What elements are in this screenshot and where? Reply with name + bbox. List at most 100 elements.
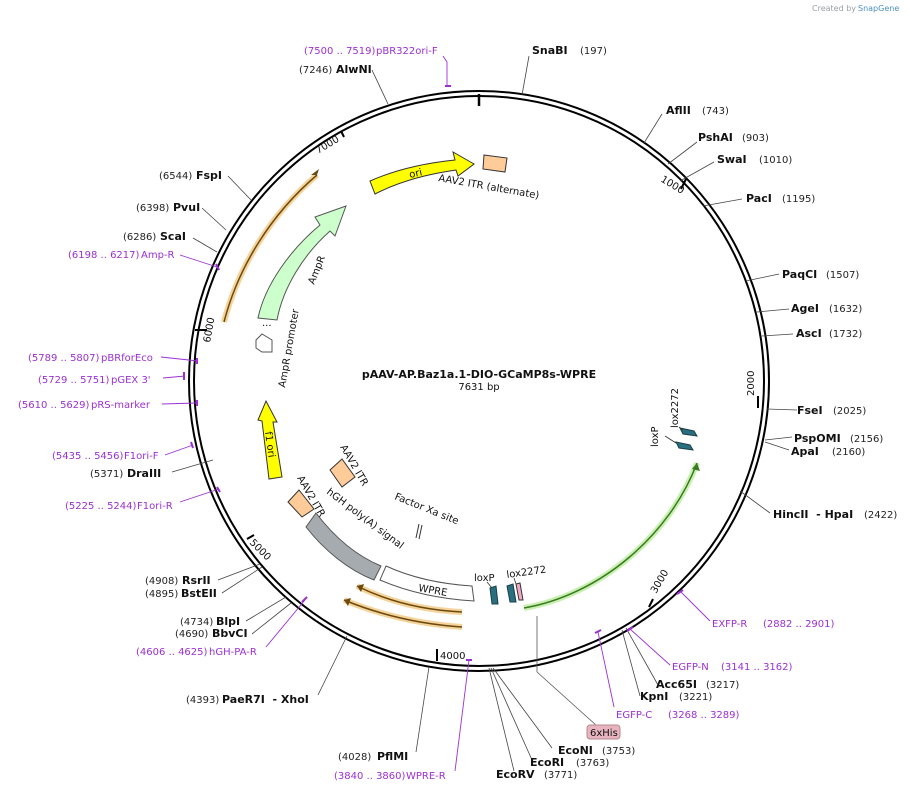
enzyme-agei-name[interactable]: AgeI bbox=[791, 302, 819, 315]
factor-xa-mark-a bbox=[415, 523, 420, 539]
primer-pbr322ori-f-name[interactable]: pBR322ori-F bbox=[376, 46, 438, 57]
loxp-bottom-label: loxP bbox=[474, 573, 495, 584]
his-tag-box[interactable] bbox=[586, 724, 621, 740]
enzyme-bbvci-name[interactable]: BbvCI bbox=[212, 627, 248, 640]
orange-arc-left[interactable] bbox=[223, 174, 318, 323]
itr-box-2[interactable] bbox=[287, 489, 315, 518]
itr-box-1[interactable] bbox=[329, 458, 356, 488]
enzyme-apai-name[interactable]: ApaI bbox=[791, 445, 819, 458]
orange-arc-bottom-2-head bbox=[344, 598, 351, 606]
primer-exfp-r-name[interactable]: EXFP-R bbox=[712, 619, 747, 630]
tick-mark-5000 bbox=[246, 534, 255, 540]
leader-fspi bbox=[227, 175, 252, 201]
enzyme-pshai-name[interactable]: PshAI bbox=[698, 131, 733, 144]
primer-pgex-range: (5729 .. 5751) bbox=[38, 375, 110, 386]
enzyme-kpni-pos: (3221) bbox=[679, 692, 712, 703]
primer-pbrforeco-range: (5789 .. 5807) bbox=[28, 353, 100, 364]
leader-pshai bbox=[667, 141, 698, 165]
primer-leader-prs-marker bbox=[161, 402, 198, 405]
ampr-feature-arrow[interactable] bbox=[257, 205, 347, 321]
lox2272-bottom-site-b[interactable] bbox=[515, 582, 524, 601]
primer-prs-marker-name[interactable]: pRS-marker bbox=[91, 400, 151, 411]
enzyme-pvui-name[interactable]: PvuI bbox=[173, 201, 200, 214]
enzyme-aflii-pos: (743) bbox=[702, 106, 729, 117]
hgh-polya-feature[interactable] bbox=[305, 512, 382, 581]
f1-ori-feature-arrow[interactable] bbox=[257, 399, 283, 480]
primer-wpre-r-range: (3840 .. 3860) bbox=[334, 771, 406, 782]
enzyme-aflii-name[interactable]: AflII bbox=[666, 104, 691, 117]
enzyme-hincii-hpai-pos: (2422) bbox=[864, 510, 897, 521]
enzyme-paci-name[interactable]: PacI bbox=[746, 192, 772, 205]
enzyme-pflmi-pos: (4028) bbox=[338, 752, 371, 763]
primer-f1ori-f-name[interactable]: F1ori-F bbox=[124, 451, 159, 462]
leader-snabi bbox=[521, 55, 530, 96]
lox2272-right-site[interactable] bbox=[679, 427, 698, 437]
itr-alternate-box[interactable] bbox=[482, 154, 508, 173]
primer-hgh-pa-r-name[interactable]: hGH-PA-R bbox=[209, 647, 257, 658]
loxp-bottom-site[interactable] bbox=[489, 585, 499, 605]
enzyme-acc65i-name[interactable]: Acc65I bbox=[656, 678, 697, 691]
enzyme-paer7i-xhoi-name[interactable]: PaeR7I - XhoI bbox=[222, 693, 309, 706]
enzyme-paqci-name[interactable]: PaqCI bbox=[782, 268, 817, 281]
leader-pflmi bbox=[415, 666, 430, 753]
ori-feature-arrow[interactable] bbox=[369, 150, 475, 195]
enzyme-pflmi-name[interactable]: PflMI bbox=[377, 750, 408, 763]
orange-arc-bottom-1[interactable] bbox=[356, 585, 463, 613]
leader-ecorv bbox=[488, 667, 515, 772]
leader-bbvci bbox=[251, 602, 292, 635]
ori-label: ori bbox=[408, 167, 423, 181]
primer-f1ori-r-range: (5225 .. 5244) bbox=[65, 501, 137, 512]
itr-alternate-label: AAV2 ITR (alternate) bbox=[437, 173, 540, 202]
his-tag-label: 6xHis bbox=[590, 728, 618, 739]
enzyme-asci-name[interactable]: AscI bbox=[796, 327, 822, 340]
primer-pbrforeco-name[interactable]: pBRforEco bbox=[101, 353, 153, 364]
orange-arc-bottom-2[interactable] bbox=[343, 599, 463, 628]
primer-pgex-name[interactable]: pGEX 3' bbox=[111, 375, 151, 386]
leader-draiii bbox=[171, 459, 214, 473]
enzyme-ecori-name[interactable]: EcoRI bbox=[530, 756, 564, 769]
f1-ori-label: f1 ori bbox=[262, 431, 277, 458]
enzyme-fspi-name[interactable]: FspI bbox=[196, 169, 222, 182]
primer-mark-amp-r bbox=[215, 263, 220, 271]
primer-egfp-c-range: (3268 .. 3289) bbox=[668, 710, 740, 721]
enzyme-kpni-name[interactable]: KpnI bbox=[640, 690, 668, 703]
enzyme-alwni-name[interactable]: AlwNI bbox=[336, 63, 372, 76]
enzyme-ecori-pos: (3763) bbox=[576, 758, 609, 769]
primer-f1ori-r-name[interactable]: F1ori-R bbox=[137, 501, 173, 512]
primer-wpre-r-name[interactable]: WPRE-R bbox=[406, 771, 446, 782]
enzyme-hincii-hpai-name[interactable]: HincII - HpaI bbox=[773, 508, 853, 521]
primer-leader-egfp-c bbox=[597, 631, 615, 708]
enzyme-fsei-name[interactable]: FseI bbox=[797, 404, 823, 417]
loxp-bottom-leader bbox=[486, 581, 493, 589]
loxp-right-site[interactable] bbox=[675, 441, 694, 451]
enzyme-econi-name[interactable]: EcoNI bbox=[558, 744, 593, 757]
enzyme-snabi-name[interactable]: SnaBI bbox=[532, 44, 568, 57]
enzyme-ecorv-name[interactable]: EcoRV bbox=[496, 768, 535, 781]
enzyme-scai-name[interactable]: ScaI bbox=[160, 230, 186, 243]
ampr-promoter-arrow[interactable] bbox=[255, 333, 273, 353]
enzyme-blpi-name[interactable]: BlpI bbox=[216, 615, 240, 628]
leader-pspomi bbox=[764, 436, 793, 441]
ampr-dots-label: ... bbox=[262, 318, 272, 329]
primer-egfp-n-name[interactable]: EGFP-N bbox=[672, 662, 709, 673]
primer-amp-r-name[interactable]: Amp-R bbox=[141, 250, 175, 261]
enzyme-rsrii-name[interactable]: RsrII bbox=[182, 574, 211, 587]
enzyme-pspomi-name[interactable]: PspOMI bbox=[794, 432, 841, 445]
primer-mark-f1ori-r bbox=[216, 486, 221, 493]
lox2272-right-label: lox2272 bbox=[670, 388, 681, 428]
lox2272-bottom-site-a[interactable] bbox=[506, 583, 517, 603]
ampr-promoter-label: AmpR promoter bbox=[277, 307, 302, 388]
leader-paer7i bbox=[317, 635, 348, 696]
enzyme-fsei-pos: (2025) bbox=[833, 406, 866, 417]
primer-egfp-c-name[interactable]: EGFP-C bbox=[616, 710, 652, 721]
enzyme-swai-pos: (1010) bbox=[759, 155, 792, 166]
primer-mark-exfp-r bbox=[676, 589, 684, 595]
enzyme-draiii-name[interactable]: DraIII bbox=[127, 467, 161, 480]
enzyme-swai-name[interactable]: SwaI bbox=[717, 153, 747, 166]
orange-arc-bottom-1-head bbox=[357, 584, 364, 592]
wpre-feature[interactable] bbox=[379, 565, 475, 602]
orange-arc-left-head bbox=[311, 169, 319, 175]
egfp-arc[interactable] bbox=[523, 462, 698, 609]
plasmid-title: pAAV-AP.Baz1a.1-DIO-GCaMP8s-WPRE bbox=[362, 368, 596, 381]
enzyme-bsteii-name[interactable]: BstEII bbox=[181, 587, 217, 600]
